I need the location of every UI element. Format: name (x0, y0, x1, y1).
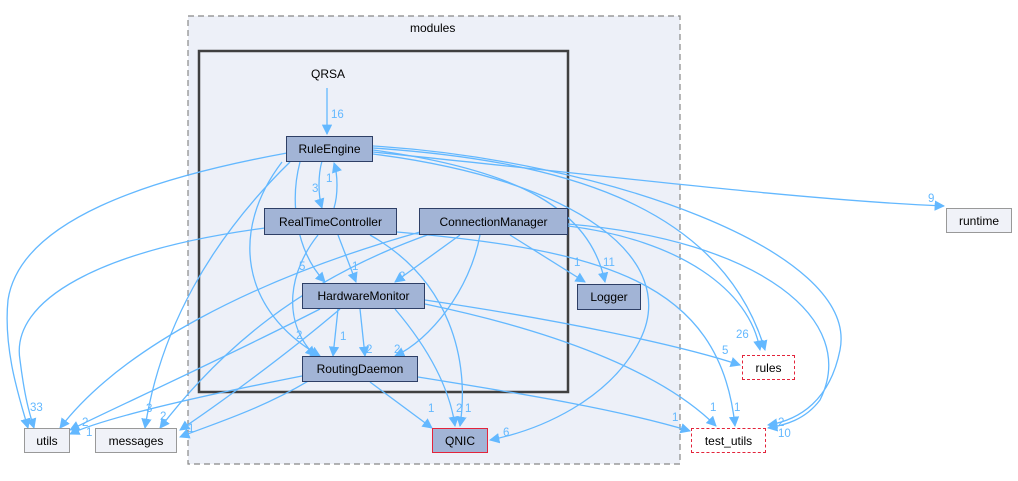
edge-cm-hw (394, 234, 461, 283)
edge-label: 3 (312, 183, 319, 195)
edge-label: 26 (736, 329, 749, 341)
edge-label: 1 (428, 403, 435, 415)
edge-cm-rules (567, 225, 764, 352)
edge-cm-messages (159, 233, 431, 429)
edge-rtc-utils (18, 227, 266, 429)
edge-rd-testutils (417, 376, 691, 434)
edge-hw-utils (69, 308, 321, 431)
edge-label: 1 (340, 331, 347, 343)
edge-label: 1 (86, 427, 93, 439)
edge-label: 2 (82, 417, 89, 429)
qrsa-cluster-label[interactable]: QRSA (311, 67, 346, 81)
edge-ruleengine-runtime (372, 151, 946, 211)
edge-rd-qnic (369, 381, 433, 429)
edge-label: 1 (352, 261, 359, 273)
edge-cm-testutils (567, 223, 830, 432)
edge-rtc-testutils (396, 231, 740, 428)
edge-hw-qnic (394, 308, 459, 428)
edge-label: 2 (778, 417, 785, 429)
node-hardwaremonitor[interactable]: HardwareMonitor (302, 283, 425, 309)
node-logger[interactable]: Logger (577, 284, 641, 310)
edge-rtc-qnic (369, 234, 467, 428)
edge-label: 5 (722, 345, 729, 357)
edge-rtc-rd (291, 234, 319, 357)
node-runtime[interactable]: runtime (946, 208, 1012, 233)
edge-label: 2 (160, 411, 167, 423)
edge-ruleengine-utils (6, 152, 288, 429)
node-rules[interactable]: rules (742, 355, 795, 380)
edge-label: 2 (456, 403, 463, 415)
edges (6, 88, 946, 444)
edge-label: 1 (326, 173, 333, 185)
node-messages[interactable]: messages (95, 428, 177, 453)
edge-label: 2 (296, 330, 303, 342)
edge-rtc-hw (337, 234, 358, 283)
edge-label: 1 (188, 423, 195, 435)
edge-label: 1 (734, 402, 741, 414)
node-realtimecontroller[interactable]: RealTimeController (264, 208, 397, 235)
edge-rtc-ruleengine (332, 162, 342, 209)
edge-ruleengine-qnic (372, 153, 650, 444)
edge-hw-rd-a (328, 308, 340, 358)
edge-ruleengine-logger (372, 149, 609, 284)
edge-cm-rd (394, 234, 481, 357)
edge-label: 2 (399, 271, 406, 283)
edge-ruleengine-testutils (372, 145, 842, 429)
edge-ruleengine-rules (372, 147, 768, 351)
edge-label: 6 (503, 427, 510, 439)
edge-hw-testutils (424, 303, 717, 427)
modules-cluster-label: modules (410, 21, 456, 35)
edge-label: 16 (331, 109, 344, 121)
edge-label: 5 (299, 261, 306, 273)
node-ruleengine[interactable]: RuleEngine (286, 136, 373, 162)
edge-hw-rd-b (358, 308, 370, 358)
edge-label: 1 (710, 402, 717, 414)
node-connectionmanager[interactable]: ConnectionManager (419, 208, 568, 235)
edge-label: 1 (465, 403, 472, 415)
edge-rd-messages (179, 379, 311, 439)
edge-hw-rules (424, 299, 741, 367)
edge-hw-messages (179, 308, 341, 431)
edge-label: 1 (574, 257, 581, 269)
edge-label: 1 (672, 412, 679, 424)
edge-ruleengine-rd (249, 161, 321, 357)
node-test-utils[interactable]: test_utils (691, 428, 766, 453)
edge-label: 3 (146, 403, 153, 415)
edge-label: 2 (366, 344, 373, 356)
edge-label: 9 (928, 193, 935, 205)
edge-rd-utils (69, 375, 303, 435)
node-routingdaemon[interactable]: RoutingDaemon (302, 356, 418, 382)
edge-cm-utils (59, 231, 421, 429)
node-qnic[interactable]: QNIC (432, 428, 488, 453)
edge-cm-logger (509, 234, 586, 283)
edge-label: 10 (778, 428, 791, 440)
edge-label: 33 (30, 402, 43, 414)
node-utils[interactable]: utils (24, 428, 70, 453)
edge-ruleengine-rtc (314, 160, 325, 209)
edge-label: 11 (603, 257, 615, 269)
edge-label: 2 (394, 344, 401, 356)
